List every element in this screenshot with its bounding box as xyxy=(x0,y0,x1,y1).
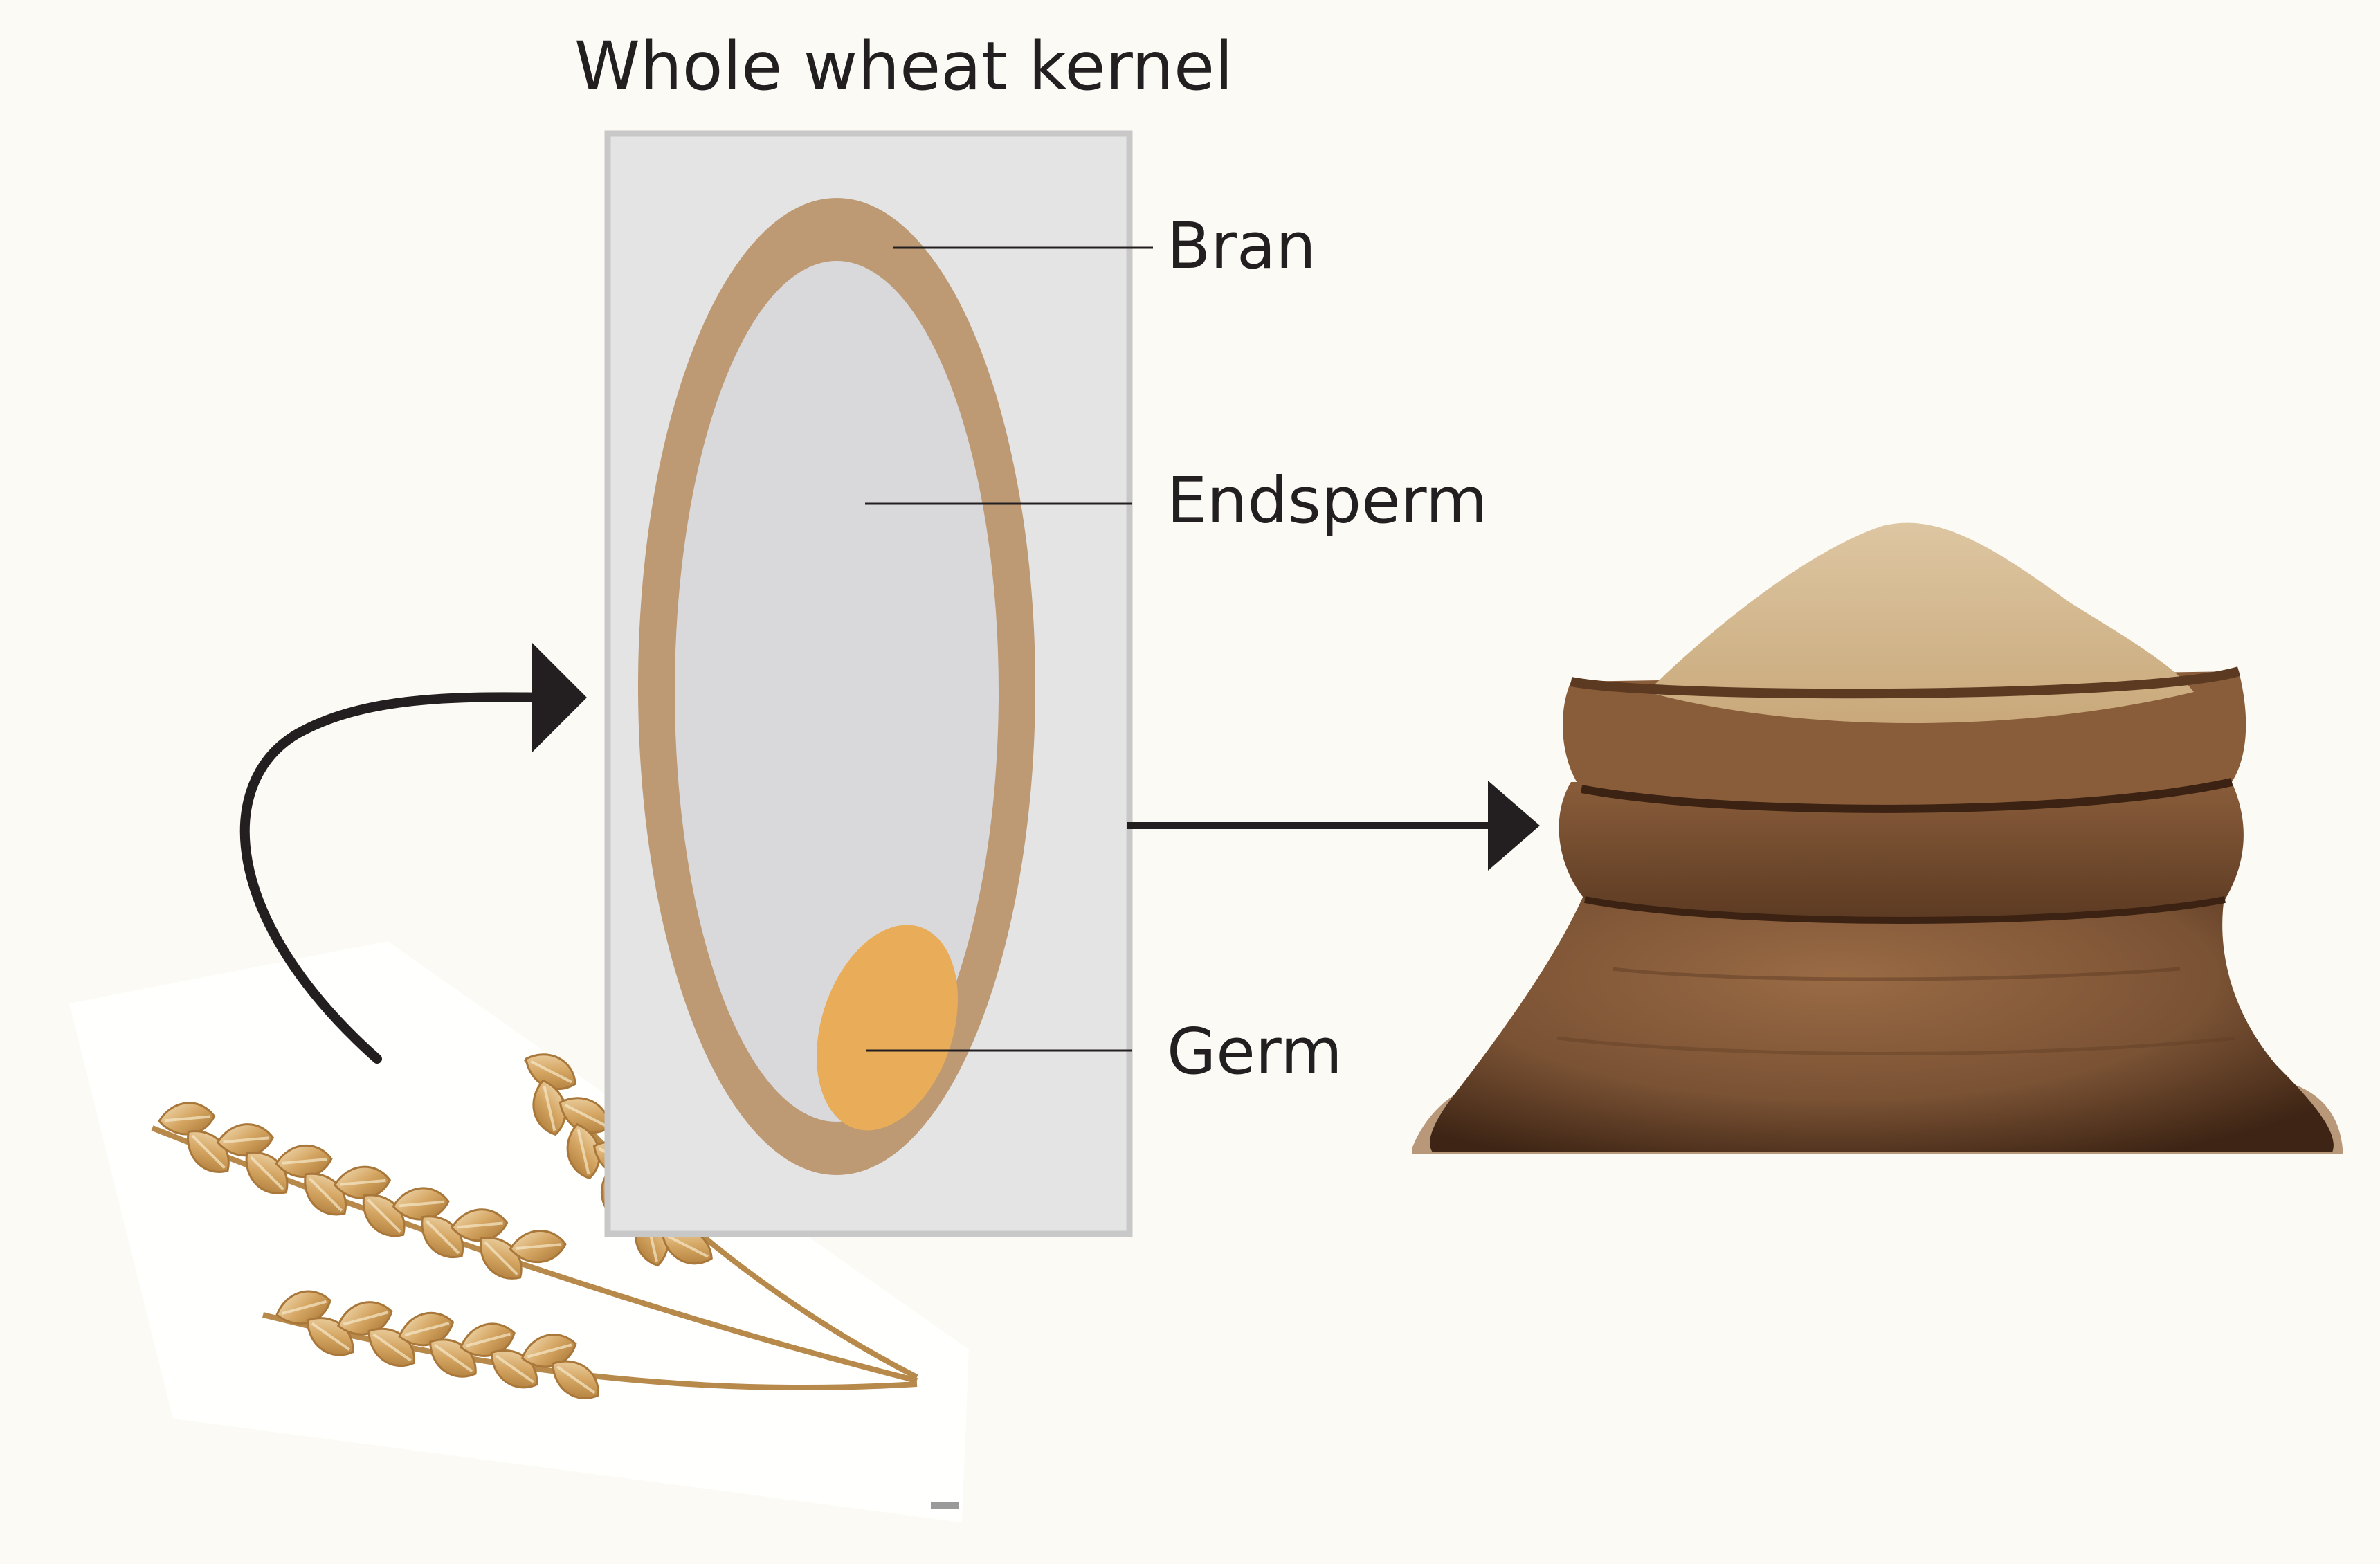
flour-sack-illustration xyxy=(1412,522,2343,1154)
bran-label: Bran xyxy=(1167,209,1316,283)
right-arrow-icon xyxy=(1127,781,1540,871)
wheat-ears-illustration xyxy=(69,941,969,1522)
endosperm-label: Endsperm xyxy=(1167,464,1488,538)
germ-label: Germ xyxy=(1167,1015,1343,1089)
germ-layer xyxy=(817,925,958,1131)
curved-arrow-icon xyxy=(239,642,587,1064)
diagram-title: Whole wheat kernel xyxy=(574,28,1233,105)
endosperm-layer xyxy=(675,261,999,1122)
